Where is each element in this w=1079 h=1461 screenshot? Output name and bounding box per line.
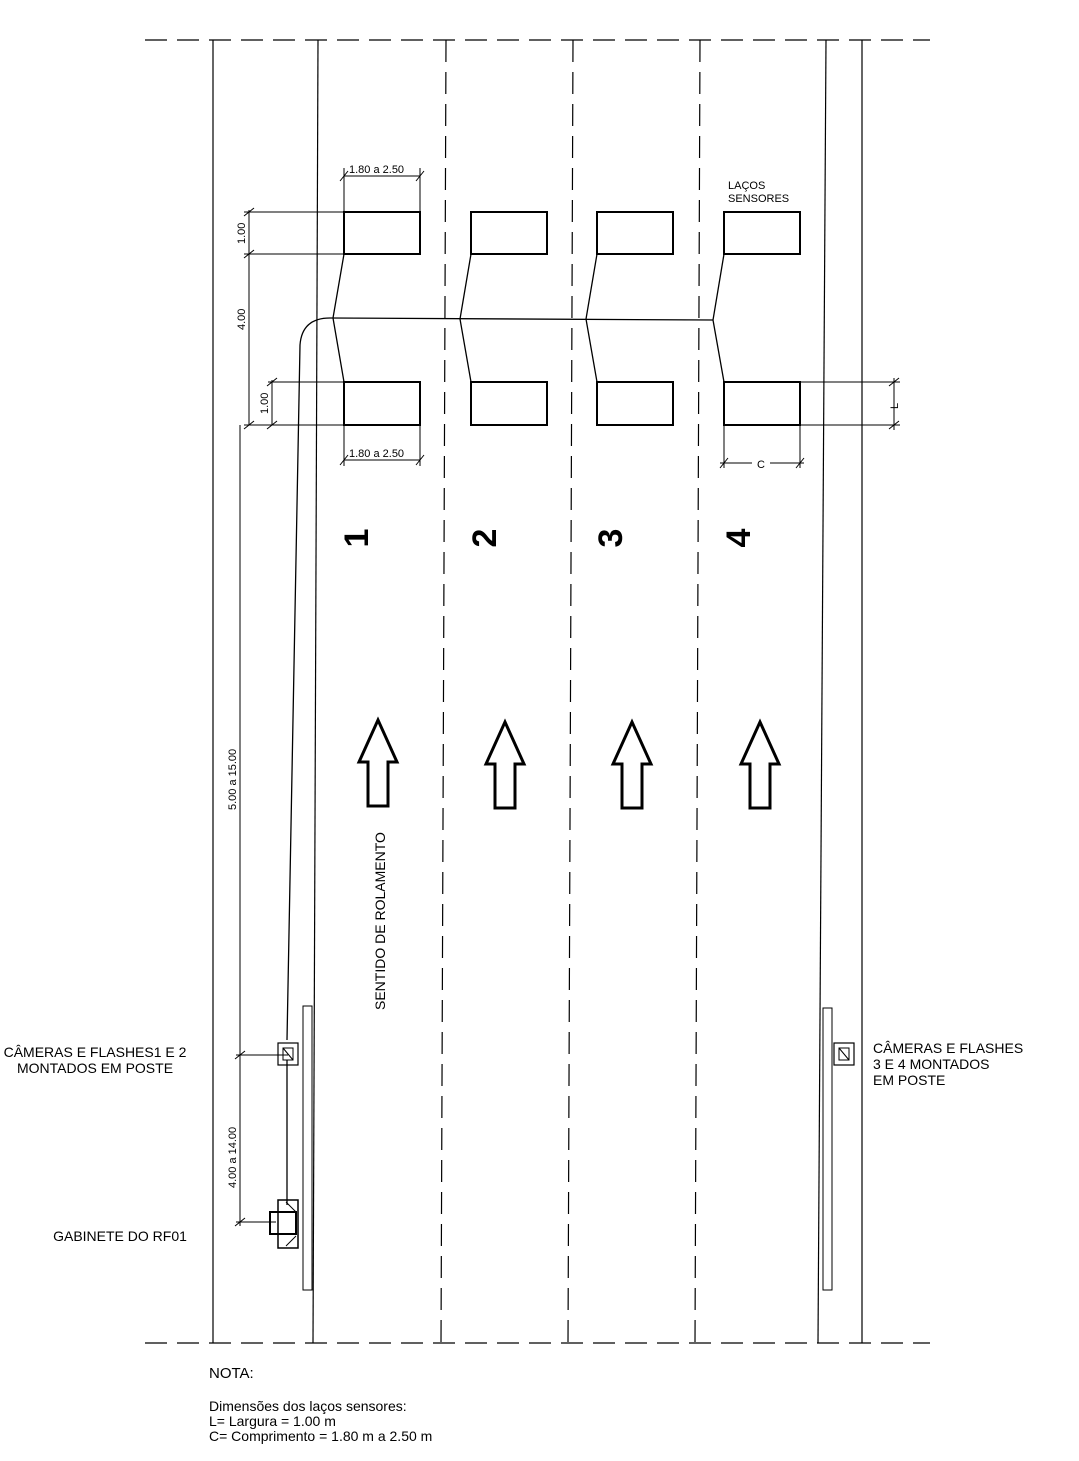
cabinet-icon bbox=[269, 1199, 299, 1249]
dim-loop-width-bottom: 1.00 bbox=[259, 393, 271, 414]
dim-L-label: L bbox=[889, 403, 901, 409]
dim-C bbox=[719, 425, 805, 469]
dim-loop-length-bottom: 1.80 a 2.50 bbox=[339, 425, 425, 466]
dim-loop-width-top: 1.00 bbox=[236, 223, 248, 244]
sensor-loop-4-bottom bbox=[723, 381, 801, 426]
lane-divider-2 bbox=[567, 39, 574, 1344]
sentido-de-rolamento: SENTIDO DE ROLAMENTO bbox=[372, 832, 388, 1010]
cameras-right-label-1: CÂMERAS E FLASHES bbox=[873, 1040, 1023, 1056]
lacos-sensores-label-2: SENSORES bbox=[728, 193, 789, 205]
sensor-loop-4-top bbox=[723, 211, 801, 255]
dim-camera-to-cabinet: 4.00 a 14.00 bbox=[227, 1127, 239, 1188]
loop-cable bbox=[286, 253, 725, 1205]
post-left bbox=[302, 1005, 313, 1291]
svg-text:1.80 a 2.50: 1.80 a 2.50 bbox=[349, 164, 404, 176]
sensor-loop-3-bottom bbox=[596, 381, 674, 426]
note-line-1: Dimensões dos laços sensores: bbox=[209, 1398, 407, 1414]
right-road-edge bbox=[817, 39, 827, 1344]
dim-loop-spacing: 4.00 bbox=[236, 309, 248, 330]
dim-vertical-chain bbox=[234, 207, 344, 1227]
sensor-loop-1-bottom bbox=[343, 381, 421, 426]
sensor-loop-1-top bbox=[343, 211, 421, 255]
cameras-left-label-1: CÂMERAS E FLASHES1 E 2 bbox=[4, 1044, 187, 1060]
note-title: NOTA: bbox=[209, 1365, 254, 1382]
cameras-right-label-2: 3 E 4 MONTADOS bbox=[873, 1056, 989, 1072]
camera-icon-right bbox=[833, 1042, 855, 1066]
post-right bbox=[822, 1007, 833, 1291]
lane-number-3: 3 bbox=[592, 529, 630, 548]
sensor-loop-2-top bbox=[470, 211, 548, 255]
dim-C-label: C bbox=[757, 459, 765, 471]
lane-divider-3 bbox=[694, 39, 701, 1344]
svg-text:1.80 a 2.50: 1.80 a 2.50 bbox=[349, 448, 404, 460]
direction-arrow-lane-2 bbox=[483, 718, 527, 810]
dim-L bbox=[800, 377, 900, 430]
lane-divider-1 bbox=[440, 39, 447, 1344]
note-line-2: L= Largura = 1.00 m bbox=[209, 1413, 336, 1429]
direction-arrow-lane-1 bbox=[356, 716, 400, 808]
note-block: NOTA: Dimensões dos laços sensores: L= L… bbox=[209, 1366, 432, 1444]
direction-arrow-lane-4 bbox=[738, 718, 782, 810]
cameras-left-label-2: MONTADOS EM POSTE bbox=[17, 1060, 173, 1076]
gabinete-label: GABINETE DO RF01 bbox=[53, 1228, 187, 1244]
camera-icon-left bbox=[277, 1042, 299, 1066]
dim-distance-to-camera: 5.00 a 15.00 bbox=[227, 749, 239, 810]
sensor-loop-3-top bbox=[596, 211, 674, 255]
lane-number-1: 1 bbox=[338, 529, 376, 548]
lane-number-2: 2 bbox=[466, 529, 504, 548]
left-road-edge bbox=[312, 39, 319, 1344]
lacos-sensores-label-1: LAÇOS bbox=[728, 180, 765, 192]
sensor-loop-2-bottom bbox=[470, 381, 548, 426]
direction-arrow-lane-3 bbox=[610, 718, 654, 810]
cameras-right-label-3: EM POSTE bbox=[873, 1072, 945, 1088]
note-line-3: C= Comprimento = 1.80 m a 2.50 m bbox=[209, 1428, 433, 1444]
lane-number-4: 4 bbox=[720, 528, 758, 547]
dim-loop-length-top: 1.80 a 2.50 bbox=[339, 164, 425, 212]
